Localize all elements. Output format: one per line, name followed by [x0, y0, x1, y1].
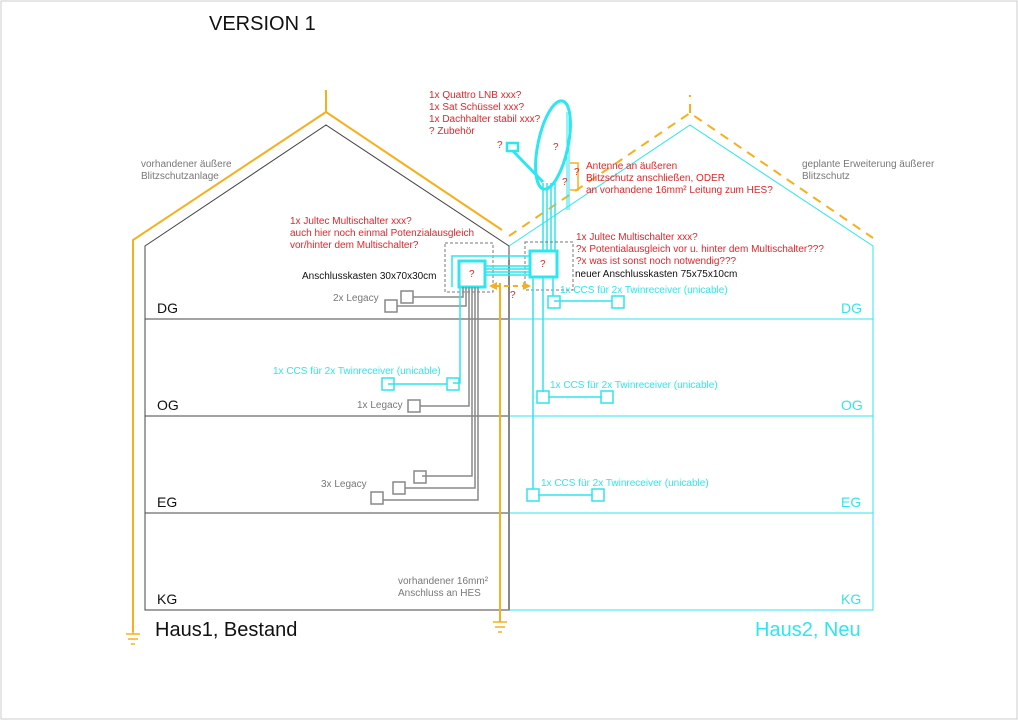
- mast-question: ?: [562, 177, 568, 188]
- dg-legacy-label: 2x Legacy: [333, 293, 379, 304]
- multiswitch1-question: ?: [469, 269, 475, 280]
- dish-notes: 1x Quattro LNB xxx?1x Sat Schüssel xxx?1…: [429, 90, 541, 137]
- house2-dg-ccs-label: 1x CCS für 2x Twinreceiver (unicable): [560, 285, 728, 296]
- og-ccs-label: 1x CCS für 2x Twinreceiver (unicable): [273, 366, 441, 377]
- house2-box-label: neuer Anschlusskasten 75x75x10cm: [575, 269, 737, 280]
- house2-og-ccs-label: 1x CCS für 2x Twinreceiver (unicable): [550, 380, 718, 391]
- house2-multiswitch-notes: 1x Jultec Multischalter xxx??x Potential…: [576, 232, 824, 267]
- floor-label-kg: KG: [157, 591, 177, 607]
- multiswitch-house2: [528, 249, 559, 279]
- floor-label-kg-new: KG: [841, 591, 861, 607]
- floor-label-eg: EG: [157, 494, 177, 510]
- house1-box-label: Anschlusskasten 30x70x30cm: [302, 271, 437, 282]
- house2-eg-ccs-label: 1x CCS für 2x Twinreceiver (unicable): [541, 478, 709, 489]
- lnb-question: ?: [497, 140, 503, 151]
- legacy-cables: [370, 287, 479, 505]
- floor-label-dg: DG: [157, 300, 178, 316]
- bracket-question: ?: [574, 167, 580, 178]
- multiswitch2-question: ?: [540, 259, 546, 270]
- house2-ccs-cables: [526, 277, 625, 502]
- version-title: VERSION 1: [209, 13, 316, 35]
- house1-lightning: [132, 90, 503, 632]
- house2-name: Haus2, Neu: [755, 619, 861, 641]
- dish-question: ?: [553, 142, 559, 153]
- floor-label-dg-new: DG: [841, 300, 862, 316]
- antenna-ground-bracket: [570, 162, 579, 191]
- trunk-cables: [451, 255, 529, 287]
- og-legacy-label: 1x Legacy: [357, 400, 403, 411]
- equipotential-question: ?: [510, 290, 516, 301]
- floor-label-og-new: OG: [841, 397, 863, 413]
- sat-dish: [505, 99, 572, 252]
- house1-ccs-cables: [381, 287, 461, 391]
- eg-legacy-label: 3x Legacy: [321, 479, 367, 490]
- ground-icon: [126, 621, 507, 645]
- house2-structure: [508, 124, 874, 611]
- house1-name: Haus1, Bestand: [155, 619, 297, 641]
- equipotential-arrows: [489, 282, 531, 290]
- house1-multiswitch-notes: 1x Jultec Multischalter xxx?auch hier no…: [290, 216, 474, 251]
- floor-label-eg-new: EG: [841, 494, 861, 510]
- floor-label-og: OG: [157, 397, 179, 413]
